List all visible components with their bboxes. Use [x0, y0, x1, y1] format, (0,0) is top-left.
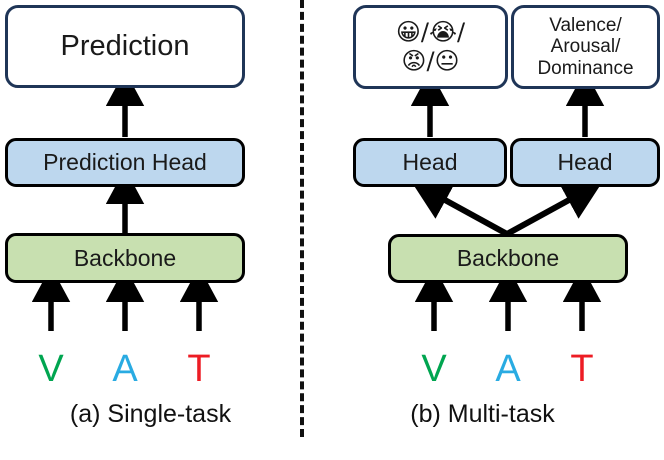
- emoji-line-1: 😀/😭/: [395, 17, 466, 46]
- emoji-group: 😀/😭/ 😡/😐: [396, 18, 465, 77]
- modality-visual-multi: V: [421, 348, 447, 390]
- emotion-category-output-box: 😀/😭/ 😡/😐: [353, 5, 508, 89]
- caption-single-task: (a) Single-task: [69, 400, 232, 428]
- caption-multi-task: (b) Multi-task: [410, 400, 555, 428]
- panel-multi-task: 😀/😭/ 😡/😐 Valence/ Arousal/ Dominance Hea…: [301, 0, 664, 460]
- panel-divider: [300, 0, 304, 437]
- head-box-emotion: Head: [353, 138, 507, 187]
- prediction-output-box: Prediction: [5, 5, 245, 88]
- vad-line-arousal: Arousal/: [550, 36, 621, 58]
- emoji-line-2: 😡/😐: [401, 47, 460, 75]
- prediction-head-label: Prediction Head: [43, 149, 207, 175]
- head-label-emotion: Head: [402, 149, 458, 175]
- modality-text-multi: T: [570, 348, 594, 390]
- backbone-box-multi: Backbone: [388, 234, 628, 283]
- modality-row-single: V A T: [14, 348, 236, 391]
- vad-line-dominance: Dominance: [537, 57, 634, 79]
- panel-single-task: Prediction Prediction Head Backbone V A …: [0, 0, 301, 460]
- modality-audio-multi: A: [495, 348, 521, 390]
- modality-visual-single: V: [38, 348, 64, 390]
- head-label-vad: Head: [557, 149, 613, 175]
- vad-output-box: Valence/ Arousal/ Dominance: [511, 5, 660, 89]
- vad-text-group: Valence/ Arousal/ Dominance: [537, 15, 633, 79]
- head-box-vad: Head: [510, 138, 660, 187]
- prediction-output-label: Prediction: [60, 30, 190, 62]
- modality-audio-single: A: [112, 348, 138, 390]
- backbone-label-single: Backbone: [73, 244, 177, 271]
- backbone-label-multi: Backbone: [456, 245, 560, 271]
- vad-line-valence: Valence/: [549, 14, 622, 36]
- backbone-box-single: Backbone: [5, 233, 245, 283]
- modality-row-multi: V A T: [397, 348, 619, 391]
- prediction-head-box: Prediction Head: [5, 138, 245, 187]
- modality-text-single: T: [187, 348, 211, 390]
